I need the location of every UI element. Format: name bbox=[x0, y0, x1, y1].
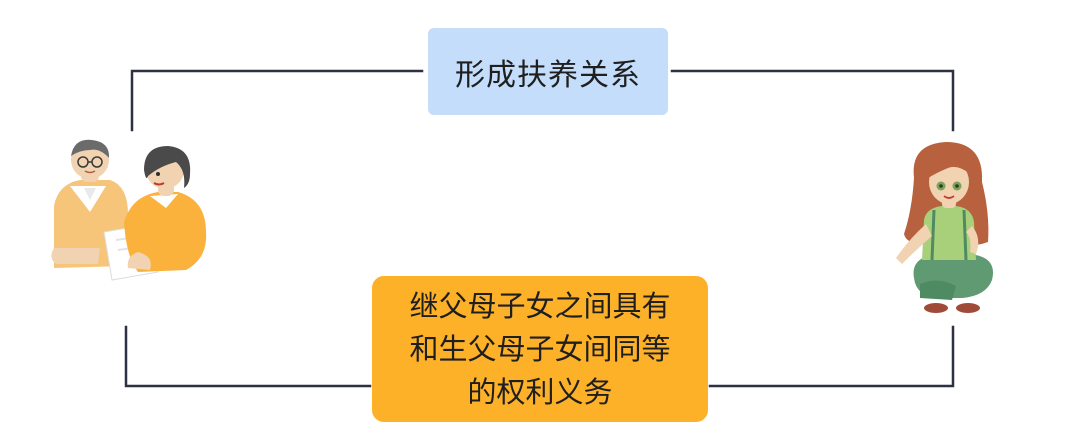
step-parents-illustration-icon bbox=[51, 139, 207, 281]
step-child-illustration-icon bbox=[896, 142, 993, 313]
connector-bottom-left bbox=[124, 325, 372, 388]
bottom-rights-box: 继父母子女之间具有 和生父母子女间同等 的权利义务 bbox=[372, 276, 708, 422]
top-relation-label: 形成扶养关系 bbox=[455, 57, 641, 93]
bottom-rights-label: 继父母子女之间具有 和生父母子女间同等 的权利义务 bbox=[409, 288, 671, 409]
connector-bottom-right bbox=[708, 325, 955, 388]
connector-top-left bbox=[130, 69, 424, 132]
top-relation-box: 形成扶养关系 bbox=[428, 28, 668, 115]
woman-figure bbox=[124, 146, 207, 272]
connector-top-right bbox=[670, 69, 955, 132]
girl-figure bbox=[896, 142, 993, 313]
